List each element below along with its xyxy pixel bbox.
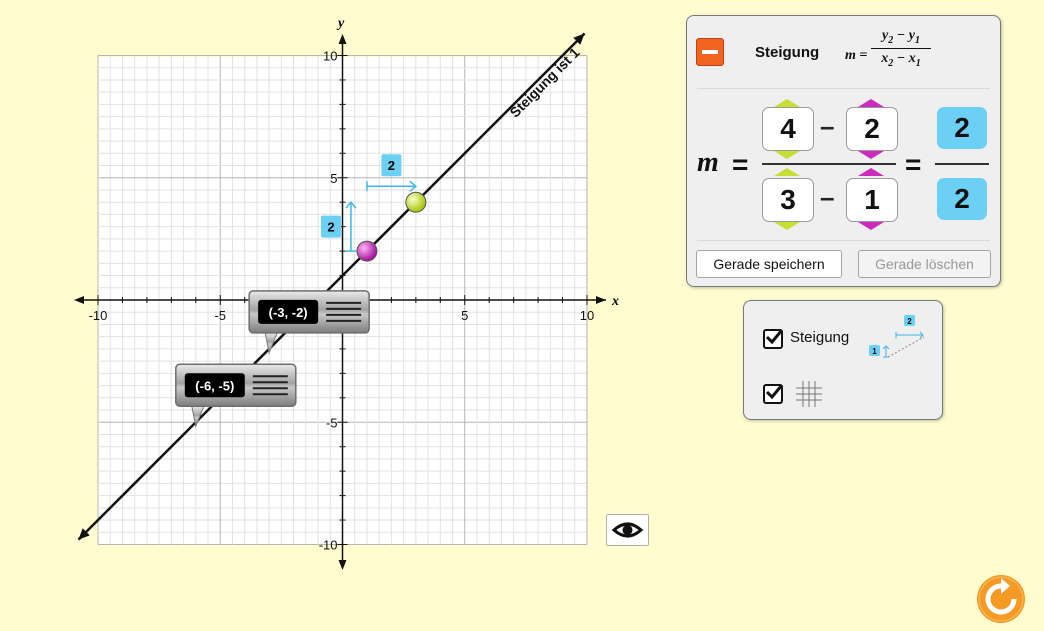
x-tick-label: -5 [214,308,226,323]
y-axis-arrow [338,34,347,44]
tag-label: (-3, -2) [269,305,308,320]
result-equals-sign: = [905,149,922,180]
checkmark-icon [765,384,784,400]
tag-label-box [258,299,319,324]
rise-arrow-head [345,201,357,209]
point-tag[interactable]: (-3, -2) [248,290,370,355]
point-tag[interactable]: (-6, -5) [175,363,297,428]
run-arrow-head [409,180,418,192]
y-axis-arrow [338,560,347,570]
y2-value-box[interactable]: 4 [762,107,814,151]
points[interactable] [356,191,427,262]
numerator-minus: – [820,111,835,141]
equals-sign: = [732,149,749,180]
x-axis-label: x [611,294,619,309]
x-axis-arrow [74,296,84,304]
x-tick-label: -10 [89,308,108,323]
x1-decrease-arrow[interactable] [858,222,884,230]
slope-option-label: Steigung [790,329,850,346]
slope-panel: Steigung m = y2 − y1 x2 − x1 m = 4 – 2 3… [686,15,1001,287]
grid-checkbox[interactable] [763,384,784,404]
y-tick-label: 10 [323,49,337,64]
x2-increase-arrow[interactable] [774,168,800,176]
y-tick-label: -5 [326,415,338,430]
result-numerator: 2 [937,107,987,149]
line-arrow-head [78,528,90,540]
tag-label: (-6, -5) [195,378,234,393]
options-panel: Steigung 2 1 [743,300,943,420]
mini-rise-label: 1 [872,347,877,356]
drag-handle-icon[interactable] [252,375,288,396]
eye-icon [611,522,644,538]
slope-triangle: 22 [320,154,418,252]
x1-value-box[interactable]: 1 [846,178,898,222]
checkmark-icon [765,329,784,345]
y2-decrease-arrow[interactable] [774,151,800,159]
axis-labels: -10 -5 5 10 10 5 -5 -10 x y [89,16,619,553]
panel-title: Steigung [755,44,820,61]
y1-decrease-arrow[interactable] [858,151,884,159]
y-axis-label: y [336,16,345,31]
x-tick-label: 10 [580,308,594,323]
slope-checkbox[interactable] [763,329,784,349]
end-point[interactable] [405,191,427,213]
start-point[interactable] [356,240,378,262]
denominator-minus: – [820,182,835,212]
run-value-box [381,154,402,177]
x2-decrease-arrow[interactable] [774,222,800,230]
line-arrow-head [573,33,585,45]
point-tags[interactable]: (-3, -2) (-6, -5) [175,290,370,428]
result-denominator: 2 [937,178,987,220]
mini-run-label: 2 [907,317,912,326]
tag-label-box [184,373,245,398]
refresh-icon [985,578,1017,615]
delete-line-button[interactable]: Gerade löschen [858,250,991,278]
y2-increase-arrow[interactable] [774,99,800,107]
result-fraction-line [935,163,989,165]
x1-increase-arrow[interactable] [858,168,884,176]
m-label: m [697,147,719,178]
y-tick-label: 5 [330,171,337,186]
grid-icon [796,381,822,407]
y1-value-box[interactable]: 2 [846,107,898,151]
save-line-button[interactable]: Gerade speichern [696,250,842,278]
reset-button[interactable] [976,574,1026,624]
collapse-minus-button[interactable] [696,38,724,66]
x2-value-box[interactable]: 3 [762,178,814,222]
rise-value-box [320,215,341,238]
rise-value: 2 [327,220,334,235]
slope-triangle-icon: 2 1 [869,315,925,358]
slope-line[interactable] [77,32,586,541]
x-tick-label: 5 [461,308,468,323]
y1-increase-arrow[interactable] [858,99,884,107]
fraction-line [762,163,896,165]
drag-handle-icon[interactable] [326,301,362,322]
run-value: 2 [388,158,395,173]
eye-toggle-button[interactable] [606,514,649,546]
y-tick-label: -10 [319,538,338,553]
x-axis-arrow [596,296,606,304]
